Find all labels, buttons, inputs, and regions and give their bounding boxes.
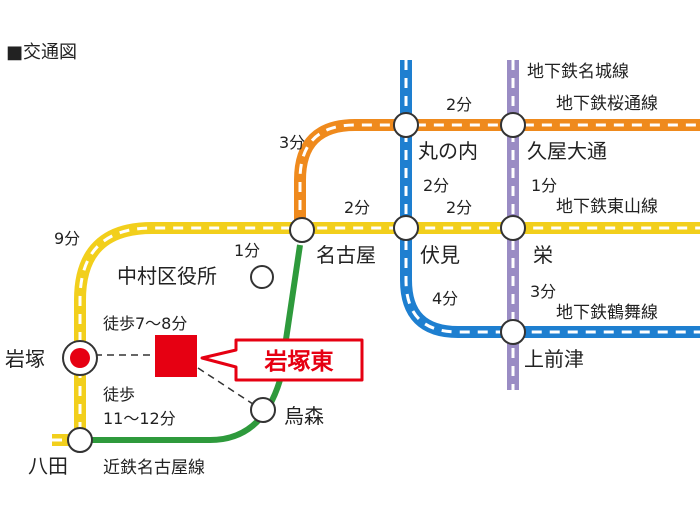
line-label-kintetsu: 近鉄名古屋線 — [103, 458, 205, 478]
fushimi-station-icon — [393, 215, 419, 241]
time-fushimi-sakae: 2分 — [446, 198, 472, 217]
nagoya-station-icon — [289, 217, 315, 243]
line-label-sakuradori: 地下鉄桜通線 — [556, 94, 658, 114]
destination-label: 岩塚東 — [264, 349, 334, 375]
time-nagoya-fushimi: 2分 — [344, 198, 370, 217]
station-label-nagoya: 名古屋 — [316, 243, 376, 267]
walk-label-karasumori: 徒歩 — [103, 385, 135, 404]
time-hisaya-sakae: 1分 — [531, 176, 557, 195]
walk-time-karasumori: 11～12分 — [103, 409, 176, 428]
station-label-marunouchi: 丸の内 — [418, 139, 478, 163]
walk-time-iwatsuka: 徒歩7～8分 — [103, 314, 187, 333]
station-label-hisaya-odori: 久屋大通 — [527, 139, 607, 163]
station-label-karasumori: 烏森 — [284, 404, 324, 428]
station-label-sakae: 栄 — [533, 243, 553, 267]
iwatsuka-station-icon — [62, 340, 98, 376]
time-iwatsuka-nagoya: 9分 — [54, 229, 80, 248]
line-label-tsurumai: 地下鉄鶴舞線 — [556, 303, 658, 323]
station-label-iwatsuka: 岩塚 — [5, 347, 45, 371]
time-marunouchi-hisaya: 2分 — [446, 95, 472, 114]
red-square-marker-icon — [155, 335, 197, 377]
marunouchi-station-icon — [393, 112, 419, 138]
walk-paths — [95, 354, 263, 411]
hisaya-odori-station-icon — [500, 112, 526, 138]
line-tsurumai — [400, 60, 700, 338]
kamimaezu-station-icon — [500, 319, 526, 345]
station-label-fushimi: 伏見 — [420, 243, 460, 267]
karasumori-station-icon — [250, 397, 276, 423]
sakae-station-icon — [500, 215, 526, 241]
hatta-station-icon — [67, 427, 93, 453]
time-nagoya-marunouchi: 3分 — [279, 133, 305, 152]
map-heading: ■交通図 — [6, 42, 77, 63]
line-kintetsu — [80, 244, 303, 443]
line-jr-kansai — [52, 222, 700, 446]
line-label-higashiyama: 地下鉄東山線 — [556, 197, 658, 217]
nakamura-kuyakusho-station-icon — [250, 265, 274, 289]
line-sakuradori — [294, 119, 700, 228]
station-label-nakamura-kuyakusho: 中村区役所 — [117, 264, 217, 288]
destination-callout: 岩塚東 — [200, 338, 364, 382]
time-nagoya-nakamura: 1分 — [234, 241, 260, 260]
station-label-hatta: 八田 — [28, 454, 68, 478]
time-marunouchi-fushimi: 2分 — [423, 176, 449, 195]
time-sakae-kamimaezu: 3分 — [530, 282, 556, 301]
time-fushimi-kamimaezu: 4分 — [432, 289, 458, 308]
station-label-kamimaezu: 上前津 — [524, 347, 584, 371]
line-label-meijo: 地下鉄名城線 — [527, 62, 629, 82]
